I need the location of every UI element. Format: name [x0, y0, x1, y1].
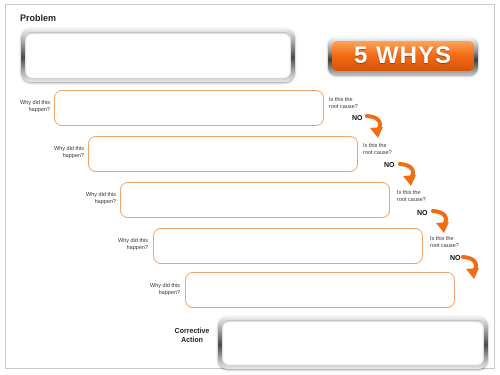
problem-input[interactable]: [25, 32, 291, 78]
problem-box: [21, 28, 295, 82]
problem-label: Problem: [20, 13, 57, 23]
five-whys-badge: 5 WHYS: [328, 37, 478, 75]
why-box-2[interactable]: [88, 136, 358, 172]
root-cause-answer-2: NO: [384, 162, 395, 169]
root-cause-question-3: Is this the root cause?: [397, 190, 426, 203]
why-label-3: Why did this happen?: [86, 192, 116, 205]
curved-down-arrow-icon: [398, 162, 416, 186]
why-label-5: Why did this happen?: [150, 283, 180, 296]
root-cause-answer-1: NO: [352, 115, 363, 122]
curved-down-arrow-icon: [461, 255, 479, 279]
corrective-action-input[interactable]: [222, 320, 484, 365]
root-cause-answer-3: NO: [417, 210, 428, 217]
curved-down-arrow-icon: [431, 209, 449, 233]
root-cause-question-4: Is this the root cause?: [430, 236, 459, 249]
curved-down-arrow-icon: [365, 114, 383, 138]
corrective-action-box: [218, 316, 488, 369]
why-label-4: Why did this happen?: [118, 238, 148, 251]
why-box-5[interactable]: [185, 272, 455, 308]
why-box-3[interactable]: [120, 182, 390, 218]
why-box-1[interactable]: [54, 90, 324, 126]
root-cause-answer-4: NO: [450, 255, 461, 262]
why-label-1: Why did this happen?: [20, 100, 50, 113]
root-cause-question-2: Is this the root cause?: [363, 143, 392, 156]
badge-title: 5 WHYS: [353, 42, 452, 69]
corrective-action-label: Corrective Action: [174, 328, 210, 344]
why-box-4[interactable]: [153, 228, 423, 264]
why-label-2: Why did this happen?: [54, 146, 84, 159]
root-cause-question-1: Is this the root cause?: [329, 97, 358, 110]
